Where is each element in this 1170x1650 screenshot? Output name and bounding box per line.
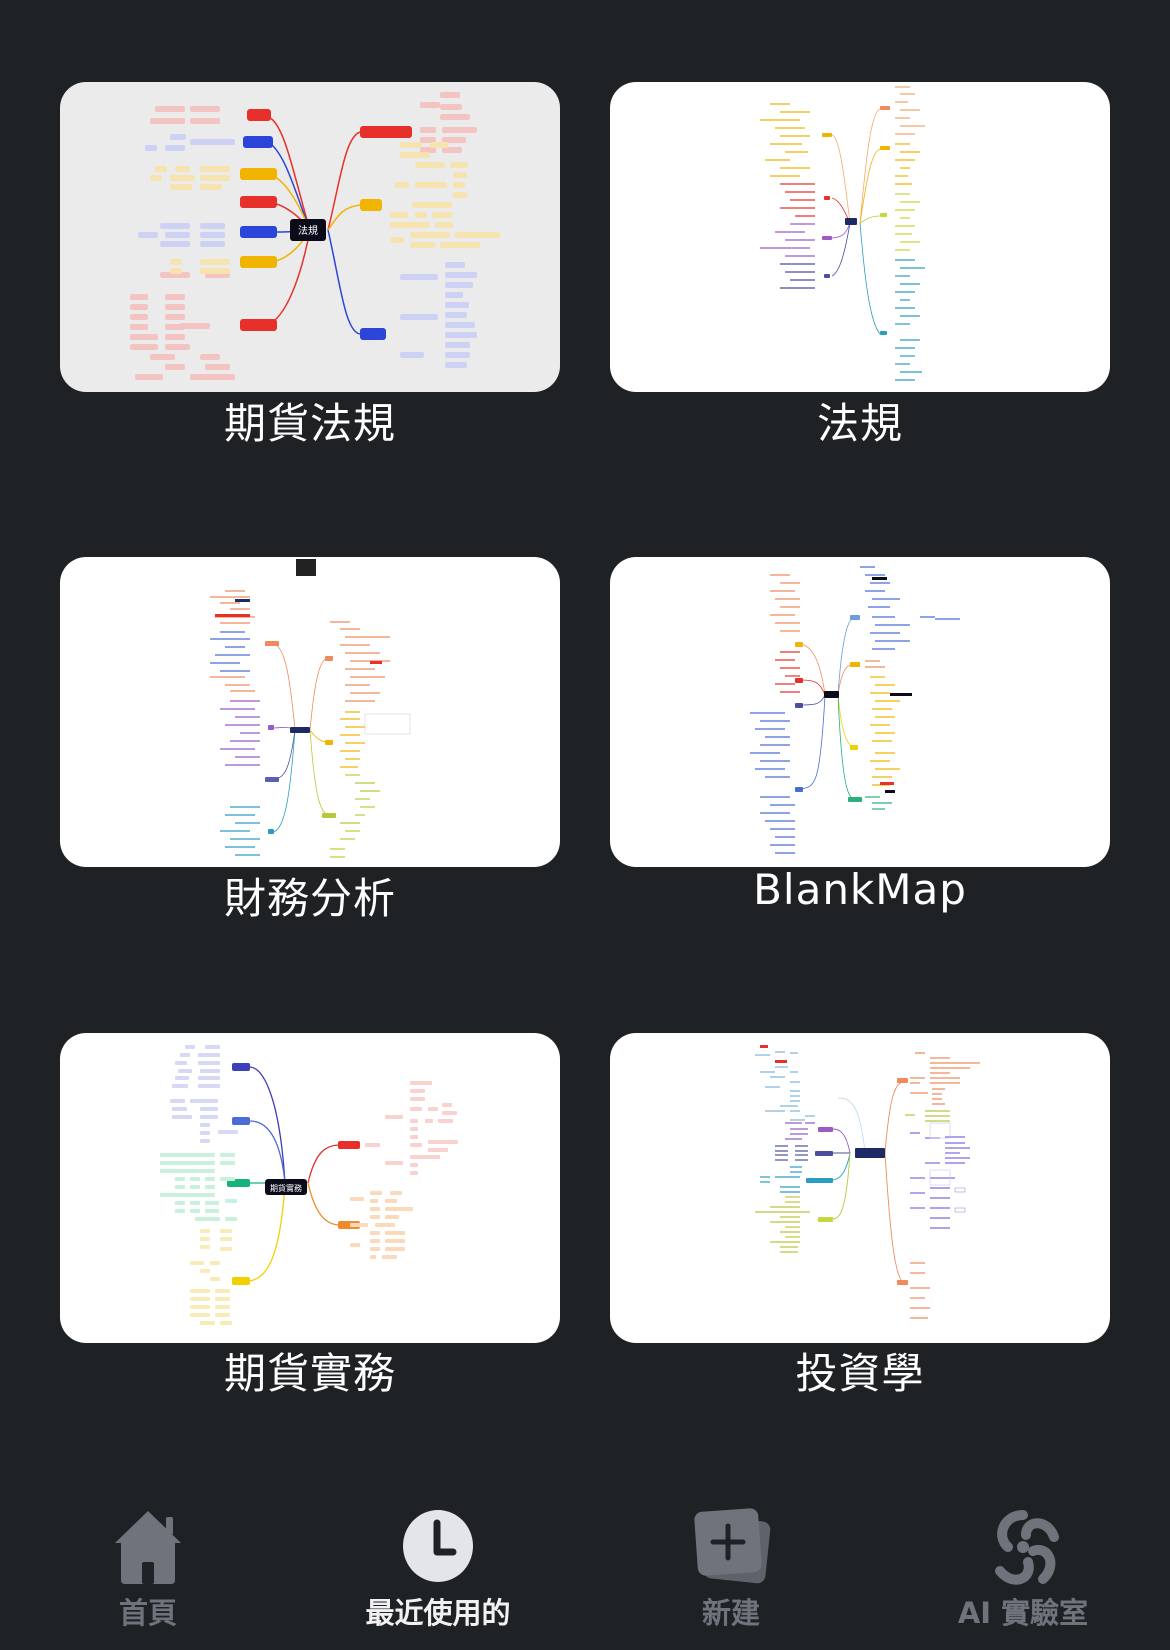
file-title[interactable]: 法規 [816, 399, 903, 448]
file-title[interactable]: BlankMap [753, 865, 967, 914]
mindmap-center-node: 期貨實務 [270, 1183, 302, 1193]
clock-icon [403, 1510, 473, 1582]
svg-text:法規: 法規 [298, 224, 318, 237]
tab-label: 新建 [701, 1596, 760, 1630]
home-icon [115, 1511, 181, 1584]
mindmap-thumbnail: 法規 [130, 92, 500, 380]
mindmap-thumbnail [750, 566, 960, 854]
tab-label: 最近使用的 [365, 1596, 511, 1630]
tab-label: 首頁 [118, 1596, 177, 1630]
tab-label: AI 實驗室 [957, 1596, 1089, 1630]
file-card-thumbnail[interactable] [60, 557, 560, 867]
tab-ai-lab[interactable]: AI 實驗室 [877, 1480, 1169, 1650]
file-title[interactable]: 財務分析 [223, 874, 396, 923]
file-card-thumbnail[interactable] [610, 557, 1110, 867]
new-file-icon [694, 1508, 771, 1584]
file-title[interactable]: 期貨實務 [223, 1349, 396, 1398]
mindmap-thumbnail: 期貨實務 [160, 1045, 458, 1325]
tab-new[interactable]: 新建 [585, 1480, 877, 1650]
file-card-thumbnail[interactable] [610, 1033, 1110, 1343]
file-card-thumbnail[interactable]: 法規 [60, 82, 560, 392]
mindmap-thumbnail [760, 86, 925, 381]
ai-lab-icon [995, 1510, 1059, 1585]
mindmap-thumbnail [210, 559, 411, 858]
file-card-thumbnail[interactable]: 期貨實務 [60, 1033, 560, 1343]
mindmap-thumbnail [755, 1045, 980, 1319]
tab-home[interactable]: 首頁 [2, 1480, 294, 1650]
tab-recent[interactable]: 最近使用的 [292, 1480, 584, 1650]
file-title[interactable]: 期貨法規 [223, 399, 396, 448]
file-title[interactable]: 投資學 [795, 1349, 925, 1398]
bottom-tab-bar: 首頁 最近使用的 新建 AI 實驗室 [0, 1480, 1170, 1650]
file-card-thumbnail[interactable] [610, 82, 1110, 392]
